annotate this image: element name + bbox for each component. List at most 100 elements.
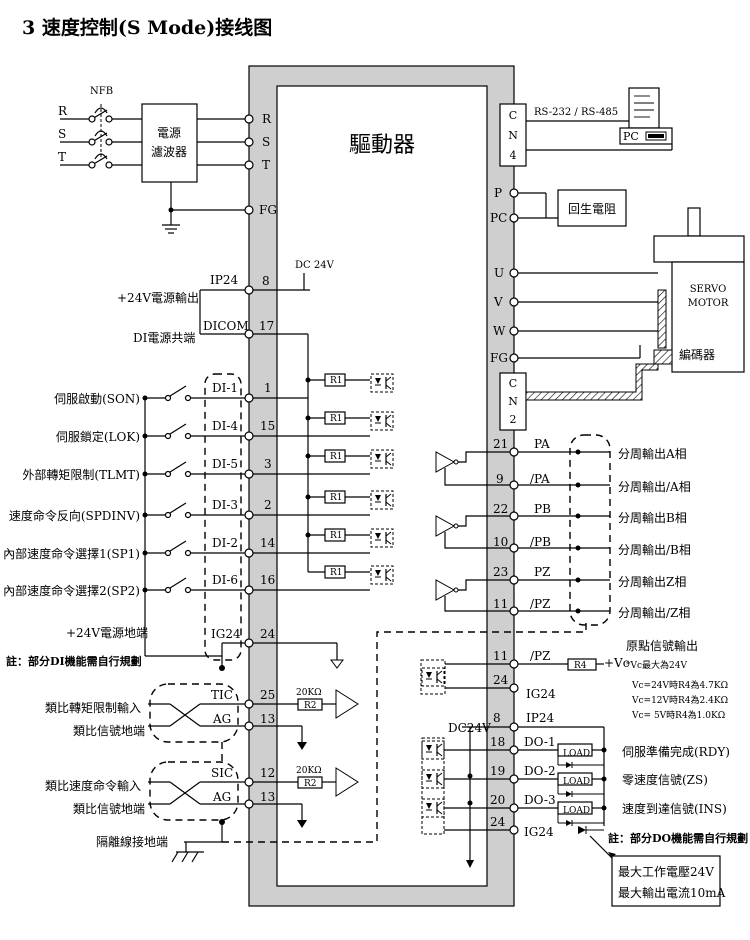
driver-name: 驅動器 xyxy=(349,133,415,158)
encoder-cable xyxy=(525,363,659,401)
di-pin-4: 2 xyxy=(264,498,272,512)
enc-driver-triangle-1 xyxy=(435,451,456,473)
regen-resistor xyxy=(557,189,627,227)
motor-name-1: SERVO xyxy=(690,284,727,295)
enc-wire-b-1 xyxy=(444,468,510,486)
pc-icon xyxy=(619,87,673,145)
enc-signal-2: /PA xyxy=(530,472,550,486)
di-label-3: 外部轉矩限制(TLMT) xyxy=(22,467,140,482)
di-label-6: 內部速度命令選擇2(SP2) xyxy=(3,583,140,598)
dicom-label: DI電源共端 xyxy=(133,331,195,345)
do-supply-pin: 8 xyxy=(493,711,501,725)
terminal-r-label: R xyxy=(262,112,272,126)
enc-pin-4: 10 xyxy=(493,535,508,549)
enc-driver-1 xyxy=(435,447,610,490)
di-signal-2: DI-4 xyxy=(212,419,238,433)
di-opto-6-led xyxy=(375,570,381,576)
di-opto-6 xyxy=(370,565,394,585)
do-junction-2 xyxy=(601,776,607,782)
phase-t-label: T xyxy=(58,150,66,164)
di-opto-2-collector xyxy=(385,414,392,420)
cn2-connector xyxy=(499,372,527,431)
do-terminal-3 xyxy=(509,803,519,813)
analog-signal-4: AG xyxy=(212,790,231,804)
di-row-5 xyxy=(142,528,370,558)
terminal-s-label: S xyxy=(262,135,270,149)
analog-label-1: 類比轉矩限制輸入 xyxy=(45,700,141,715)
servo-motor xyxy=(653,207,745,373)
di-opto-6-emitter xyxy=(385,576,392,582)
di-opto-2-led xyxy=(375,416,381,422)
enc-pin-1: 21 xyxy=(493,437,508,451)
di-opto-3 xyxy=(370,449,394,469)
r1-label-6: R1 xyxy=(330,568,343,578)
load-label-2: LOAD xyxy=(563,777,590,787)
enc-wire-a-3 xyxy=(458,579,510,591)
cn4-connector xyxy=(499,103,527,167)
do-row-1 xyxy=(421,740,607,768)
cn4-letter-4: 4 xyxy=(510,149,517,162)
dc24-wiring xyxy=(199,273,310,572)
do-limit-2: 最大輸出電流10mA xyxy=(618,885,726,900)
di-pin-1: 1 xyxy=(264,381,272,395)
enc-terminal-4 xyxy=(509,543,519,553)
di-opto-1-emitter xyxy=(385,384,392,390)
enc-pin-2: 9 xyxy=(496,472,504,486)
do-diode-3 xyxy=(566,820,572,826)
di-signal-3: DI-5 xyxy=(212,457,238,471)
enc-terminal-3 xyxy=(509,511,519,521)
do-opto-1-led xyxy=(426,745,432,751)
motor-wiring xyxy=(509,268,658,363)
do-opto-3-emitter xyxy=(436,809,443,815)
filter-label-2: 濾波器 xyxy=(151,144,187,159)
enc-terminal-2 xyxy=(509,480,519,490)
ip24-out-label: +24V電源輸出 xyxy=(117,290,199,305)
enc-signal-5: PZ xyxy=(534,565,550,579)
di-pin-6: 16 xyxy=(260,573,275,587)
di-opto-2-frame xyxy=(370,411,394,431)
enc-driver-2 xyxy=(435,511,610,553)
enc-wire-a-1 xyxy=(458,451,510,463)
di-pin-2: 15 xyxy=(260,419,275,433)
di-signal-4: DI-3 xyxy=(212,498,238,512)
r4-label: R4 xyxy=(574,661,587,671)
do-opto-2-emitter xyxy=(436,780,443,786)
do-pin-1: 18 xyxy=(490,735,505,749)
enc-label-5: 分周輸出Z相 xyxy=(618,574,686,589)
do-signal-3: DO-3 xyxy=(524,793,556,807)
di-label-1: 伺服啟動(SON) xyxy=(54,391,140,406)
enc-label-1: 分周輸出A相 xyxy=(618,446,687,461)
enc-driver-triangle-3 xyxy=(435,579,456,601)
enc-label-2: 分周輸出/A相 xyxy=(618,479,691,494)
di-note: 註：部分DI機能需自行規劃 xyxy=(6,654,142,668)
di-label-2: 伺服鎖定(LOK) xyxy=(56,429,140,444)
origin-note-1: *Vc最大為24V xyxy=(626,659,687,671)
enc-junction-3 xyxy=(575,513,581,519)
analog-signal-3: SIC xyxy=(211,766,233,780)
do-junction-1 xyxy=(601,747,607,753)
di-opto-4 xyxy=(370,490,394,510)
do-terminal-2 xyxy=(509,774,519,784)
do-diode-1 xyxy=(566,762,572,768)
do-gnd xyxy=(444,825,604,835)
load-label-1: LOAD xyxy=(563,749,590,759)
di-opto-5-frame xyxy=(370,528,394,548)
di-opto-5-emitter xyxy=(385,539,392,545)
do-terminal-1 xyxy=(509,745,519,755)
ip24-signal: IP24 xyxy=(210,273,238,287)
do-opto-2-led xyxy=(426,774,432,780)
origin-output-wiring xyxy=(420,658,604,695)
enc-junction-1 xyxy=(575,449,581,455)
do-gnd-terminal xyxy=(509,825,519,835)
power-input-wiring xyxy=(60,103,254,234)
enc-label-6: 分周輸出/Z相 xyxy=(618,605,690,620)
enc-wire-b-3 xyxy=(444,596,510,612)
origin-opto xyxy=(421,667,445,687)
analog-pin-3: 12 xyxy=(260,766,275,780)
di-opto-1-collector xyxy=(385,376,392,382)
enc-driver-3 xyxy=(435,575,610,616)
diagram-title: 3 速度控制(S Mode)接线图 xyxy=(22,16,272,39)
do-signal-2: DO-2 xyxy=(524,764,556,778)
r1-label-1: R1 xyxy=(330,376,343,386)
analog-res-2: 20KΩ xyxy=(296,766,322,776)
